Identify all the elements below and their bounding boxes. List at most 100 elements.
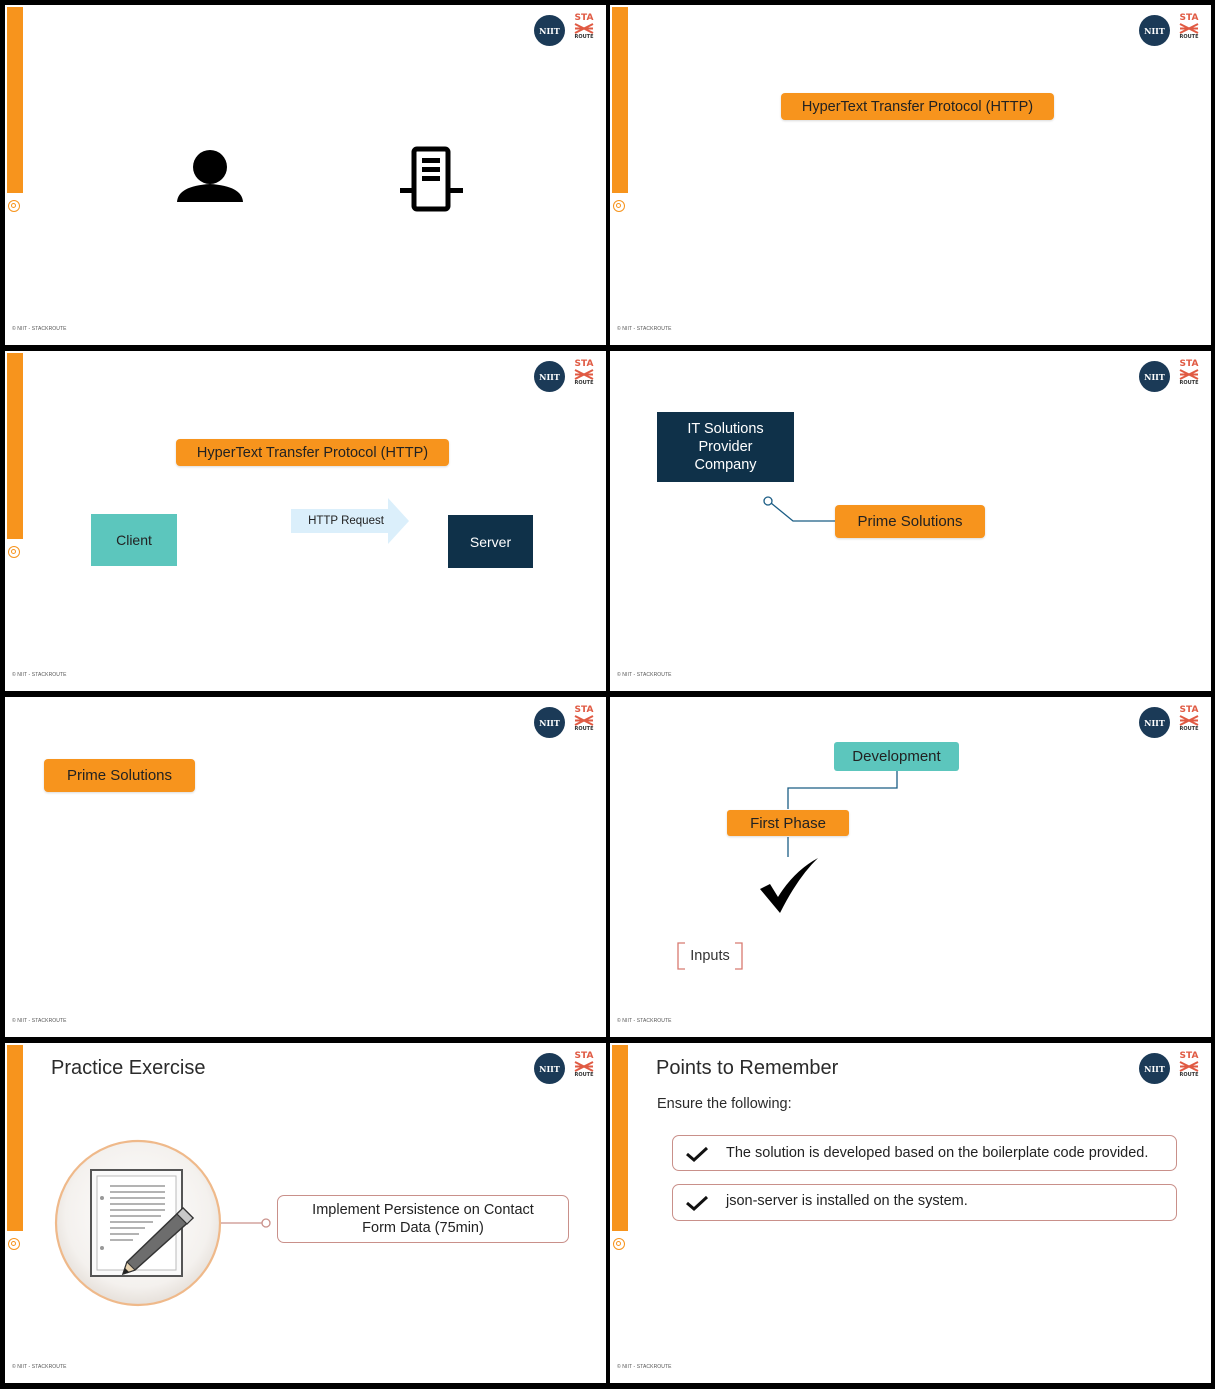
stackroute-logo-top: STA (574, 1051, 594, 1061)
http-pill: HyperText Transfer Protocol (HTTP) (781, 93, 1054, 120)
company-box: IT Solutions Provider Company (657, 412, 794, 482)
company-line-1: IT Solutions (687, 421, 764, 437)
exercise-line-1: Implement Persistence on Contact (312, 1202, 534, 1218)
inputs-text: Inputs (690, 948, 730, 964)
checkmark-icon (686, 1146, 709, 1162)
stackroute-mark-icon (1179, 1061, 1199, 1072)
slide-6[interactable]: NIIT STA ROUTE Development First Phase I… (610, 697, 1211, 1037)
stackroute-logo-bottom: ROUTE (1179, 726, 1199, 732)
stackroute-logo: STA ROUTE (1178, 359, 1200, 395)
stackroute-logo-bottom: ROUTE (574, 726, 594, 732)
accent-bar (612, 7, 628, 193)
niit-logo: NIIT (534, 707, 565, 738)
slide-1[interactable]: NIIT STA ROUTE © NIIT - STACKROUTE (5, 5, 606, 345)
niit-logo: NIIT (1139, 707, 1170, 738)
copyright-text: © NIIT - STACKROUTE (12, 672, 67, 678)
accent-bar (7, 1045, 23, 1231)
point-text-2: json-server is installed on the system. (726, 1193, 968, 1209)
server-icon (400, 146, 463, 212)
exercise-box: Implement Persistence on Contact Form Da… (277, 1195, 569, 1243)
slide-title: Practice Exercise (51, 1057, 206, 1079)
copyright-text: © NIIT - STACKROUTE (12, 326, 67, 332)
prime-solutions-pill: Prime Solutions (835, 505, 985, 538)
point-item-1: The solution is developed based on the b… (672, 1135, 1177, 1171)
target-ring-icon (613, 200, 625, 212)
notepad-pencil-icon (54, 1139, 222, 1307)
stackroute-logo: STA ROUTE (1178, 705, 1200, 741)
stackroute-logo: STA ROUTE (573, 1051, 595, 1087)
niit-logo: NIIT (1139, 15, 1170, 46)
point-item-2: json-server is installed on the system. (672, 1184, 1177, 1221)
niit-logo: NIIT (534, 1053, 565, 1084)
slide-3[interactable]: NIIT STA ROUTE HyperText Transfer Protoc… (5, 351, 606, 691)
client-box: Client (91, 514, 177, 566)
checkmark-icon (686, 1195, 709, 1211)
copyright-text: © NIIT - STACKROUTE (12, 1364, 67, 1370)
stackroute-mark-icon (1179, 369, 1199, 380)
connector-line (763, 496, 836, 522)
stackroute-logo-top: STA (574, 13, 594, 23)
stackroute-logo: STA ROUTE (573, 705, 595, 741)
connector-line (221, 1218, 271, 1228)
checkmark-icon (760, 858, 818, 913)
slide-4[interactable]: NIIT STA ROUTE IT Solutions Provider Com… (610, 351, 1211, 691)
stackroute-logo-top: STA (1179, 1051, 1199, 1061)
http-pill: HyperText Transfer Protocol (HTTP) (176, 439, 449, 466)
copyright-text: © NIIT - STACKROUTE (12, 1018, 67, 1024)
stackroute-mark-icon (574, 715, 594, 726)
stackroute-logo: STA ROUTE (573, 13, 595, 49)
stackroute-logo-bottom: ROUTE (1179, 380, 1199, 386)
http-request-label: HTTP Request (308, 515, 384, 527)
user-icon (177, 150, 243, 202)
accent-bar (612, 1045, 628, 1231)
niit-logo: NIIT (534, 361, 565, 392)
copyright-text: © NIIT - STACKROUTE (617, 1364, 672, 1370)
first-phase-pill: First Phase (727, 810, 849, 836)
niit-logo: NIIT (1139, 361, 1170, 392)
stackroute-logo-bottom: ROUTE (574, 1072, 594, 1078)
connector-lines (787, 771, 898, 857)
exercise-line-2: Form Data (75min) (362, 1220, 484, 1236)
bracket-frame-icon (677, 942, 743, 970)
server-box: Server (448, 515, 533, 568)
slide-title: Points to Remember (656, 1057, 839, 1079)
niit-logo: NIIT (1139, 1053, 1170, 1084)
slide-subtitle: Ensure the following: (657, 1096, 792, 1112)
slide-7[interactable]: NIIT STA ROUTE Practice Exercise (5, 1043, 606, 1383)
stackroute-logo: STA ROUTE (1178, 13, 1200, 49)
stackroute-logo-bottom: ROUTE (1179, 34, 1199, 40)
stackroute-mark-icon (574, 1061, 594, 1072)
slide-8[interactable]: NIIT STA ROUTE Points to Remember Ensure… (610, 1043, 1211, 1383)
target-ring-icon (613, 1238, 625, 1250)
copyright-text: © NIIT - STACKROUTE (617, 672, 672, 678)
copyright-text: © NIIT - STACKROUTE (617, 1018, 672, 1024)
stackroute-mark-icon (1179, 715, 1199, 726)
point-text-1: The solution is developed based on the b… (726, 1145, 1149, 1161)
stackroute-logo-bottom: ROUTE (574, 34, 594, 40)
stackroute-logo-top: STA (1179, 705, 1199, 715)
stackroute-logo-bottom: ROUTE (574, 380, 594, 386)
stackroute-logo: STA ROUTE (1178, 1051, 1200, 1087)
stackroute-mark-icon (574, 23, 594, 34)
target-ring-icon (8, 546, 20, 558)
company-line-2: Provider (698, 439, 753, 455)
stackroute-logo-top: STA (1179, 13, 1199, 23)
development-pill: Development (834, 742, 959, 771)
http-request-arrow-icon (291, 498, 409, 544)
niit-logo: NIIT (534, 15, 565, 46)
stackroute-mark-icon (574, 369, 594, 380)
inputs-label: Inputs (677, 942, 743, 970)
target-ring-icon (8, 200, 20, 212)
slide-2[interactable]: NIIT STA ROUTE HyperText Transfer Protoc… (610, 5, 1211, 345)
copyright-text: © NIIT - STACKROUTE (617, 326, 672, 332)
stackroute-logo-bottom: ROUTE (1179, 1072, 1199, 1078)
stackroute-mark-icon (1179, 23, 1199, 34)
stackroute-logo-top: STA (1179, 359, 1199, 369)
stackroute-logo-top: STA (574, 705, 594, 715)
stackroute-logo-top: STA (574, 359, 594, 369)
company-line-3: Company (694, 457, 757, 473)
prime-solutions-pill: Prime Solutions (44, 759, 195, 792)
accent-bar (7, 7, 23, 193)
slide-5[interactable]: NIIT STA ROUTE Prime Solutions © NIIT - … (5, 697, 606, 1037)
target-ring-icon (8, 1238, 20, 1250)
